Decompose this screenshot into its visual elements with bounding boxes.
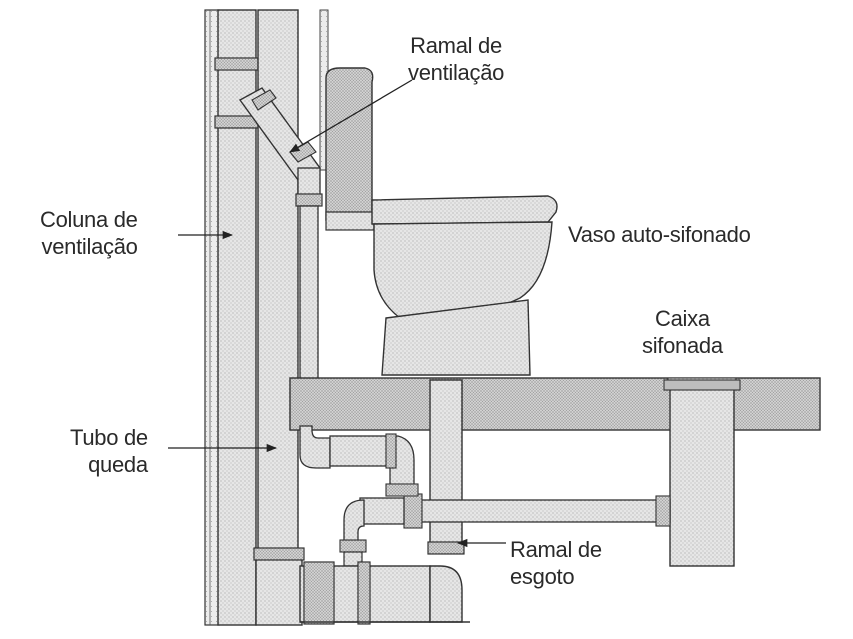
label-tubo-de-queda: Tubo de queda (70, 425, 148, 477)
upper-elbow-pipe (299, 425, 419, 497)
leader-lines (168, 79, 506, 548)
label-caixa-sifonada: Caixa sifonada (642, 306, 723, 358)
floor-drain-box (663, 379, 741, 567)
drain-branch-pipe (403, 493, 671, 529)
sewer-pipe (299, 561, 470, 625)
soil-stack (253, 9, 329, 626)
label-coluna-ventilacao: Coluna de ventilação (40, 207, 138, 259)
lower-elbow-pipe (339, 497, 405, 567)
label-ramal-ventilacao: Ramal de ventilação (408, 33, 505, 85)
wall (204, 9, 220, 626)
label-vaso-auto-sifonado: Vaso auto-sifonado (568, 222, 751, 247)
toilet-outlet-pipe (427, 379, 465, 555)
toilet-bowl (371, 195, 558, 376)
vent-branch (238, 87, 323, 427)
label-ramal-de-esgoto: Ramal de esgoto (510, 537, 602, 589)
toilet-tank (325, 67, 375, 231)
